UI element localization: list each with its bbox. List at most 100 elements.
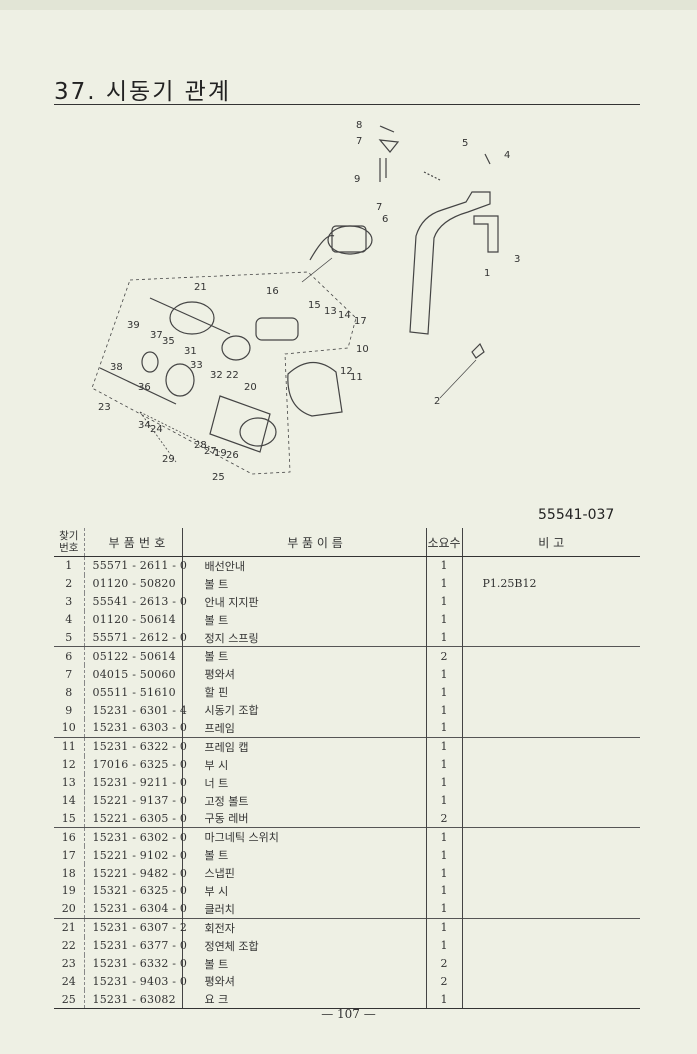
find-no-cell: 20 xyxy=(54,899,85,919)
part-name-cell: 클러치 xyxy=(182,899,427,919)
part-name-cell: 너 트 xyxy=(182,773,427,792)
yoke-drawing xyxy=(209,395,271,453)
starter-link-arrow xyxy=(301,257,333,283)
remarks-cell xyxy=(462,864,640,882)
remarks-cell xyxy=(462,990,640,1010)
part-number-cell: 17016 - 6325 - 0 xyxy=(84,755,187,774)
find-no-cell: 13 xyxy=(54,773,85,792)
diagram-label: 15 xyxy=(308,300,321,311)
part-name-cell: 정연체 조합 xyxy=(182,936,427,955)
quantity-cell: 1 xyxy=(426,827,463,847)
remarks-cell xyxy=(462,774,640,792)
find-no-cell: 5 xyxy=(54,628,85,647)
diagram-label: 12 xyxy=(340,366,353,377)
quantity-cell: 2 xyxy=(426,646,463,666)
find-no-cell: 4 xyxy=(54,610,85,629)
quantity-cell: 1 xyxy=(426,791,463,810)
find-no-cell: 10 xyxy=(54,719,85,738)
part-name-cell: 볼 트 xyxy=(182,610,427,629)
quantity-cell: 1 xyxy=(426,574,463,593)
quantity-cell: 1 xyxy=(426,556,463,575)
part-number-cell: 15231 - 9211 - 0 xyxy=(84,773,187,792)
find-no-cell: 9 xyxy=(54,701,85,720)
find-no-cell: 11 xyxy=(54,736,85,756)
frame-drawing xyxy=(287,361,343,417)
diagram-label: 33 xyxy=(190,360,203,371)
brush-holder-drawing xyxy=(221,335,251,361)
part-name-cell: 고정 볼트 xyxy=(182,791,427,810)
part-name-cell: 회전자 xyxy=(182,917,427,937)
remarks-cell xyxy=(462,792,640,810)
find-no-cell: 18 xyxy=(54,864,85,883)
yoke-end-drawing xyxy=(239,417,277,447)
diagram-label: 14 xyxy=(338,310,351,321)
bolt-4-drawing xyxy=(484,153,491,165)
diagram-label: 4 xyxy=(504,150,510,161)
find-no-cell: 25 xyxy=(54,990,85,1010)
diagram-label: 19 xyxy=(214,448,227,459)
diagram-label: 11 xyxy=(350,372,363,383)
exploded-outline xyxy=(91,271,357,475)
part-number-cell: 15321 - 6325 - 0 xyxy=(84,882,187,900)
find-no-cell: 15 xyxy=(54,809,85,828)
diagram-label: 9 xyxy=(354,174,360,185)
diagram-label: 23 xyxy=(98,402,111,413)
diagram-label: 1 xyxy=(484,268,490,279)
find-no-cell: 2 xyxy=(54,574,85,593)
part-number-cell: 15221 - 9102 - 0 xyxy=(84,846,187,865)
diagram-svg: 8 7 5 4 9 7 6 3 1 2 21 16 15 13 14 17 39… xyxy=(91,120,520,483)
diagram-label: 20 xyxy=(244,382,257,393)
part-number-cell: 15231 - 6304 - 0 xyxy=(84,899,187,919)
document-number: 55541-037 xyxy=(538,507,615,523)
part-number-cell: 55571 - 2611 - 0 xyxy=(84,556,187,575)
part-name-cell: 배선안내 xyxy=(182,556,427,575)
split-pin-drawing xyxy=(379,125,395,133)
page-top-edge xyxy=(0,0,697,10)
part-number-cell: 15231 - 6303 - 0 xyxy=(84,719,187,738)
exploded-parts-diagram: 8 7 5 4 9 7 6 3 1 2 21 16 15 13 14 17 39… xyxy=(80,112,640,492)
bolt-2-drawing xyxy=(471,342,485,359)
find-no-cell: 12 xyxy=(54,755,85,774)
remarks-cell xyxy=(462,917,640,937)
remarks-cell xyxy=(462,809,640,827)
header-find-no: 찾기 번호 xyxy=(54,528,85,557)
armature-shaft-drawing xyxy=(149,297,231,335)
part-name-cell: 정지 스프링 xyxy=(182,628,427,647)
remarks-cell xyxy=(462,900,640,918)
find-no-cell: 21 xyxy=(54,917,85,937)
find-no-cell: 17 xyxy=(54,846,85,865)
find-no-cell: 8 xyxy=(54,683,85,702)
quantity-cell: 1 xyxy=(426,701,463,720)
remarks-cell xyxy=(462,629,640,647)
starter-wire-drawing xyxy=(309,234,335,261)
page-number: — 107 — xyxy=(321,1007,376,1021)
part-name-cell: 평와셔 xyxy=(182,972,427,991)
quantity-cell: 1 xyxy=(426,917,463,937)
remarks-cell xyxy=(462,701,640,719)
part-number-cell: 15231 - 6302 - 0 xyxy=(84,827,187,847)
find-no-cell: 23 xyxy=(54,954,85,973)
find-no-cell: 7 xyxy=(54,665,85,684)
through-bolt-drawing xyxy=(99,367,177,405)
part-name-cell: 볼 트 xyxy=(182,846,427,865)
part-number-cell: 15221 - 9137 - 0 xyxy=(84,791,187,810)
part-name-cell: 프레임 xyxy=(182,719,427,738)
magnetic-switch-drawing xyxy=(255,317,299,341)
diagram-label: 10 xyxy=(356,344,369,355)
part-number-cell: 55541 - 2613 - 0 xyxy=(84,592,187,611)
find-no-cell: 3 xyxy=(54,592,85,611)
